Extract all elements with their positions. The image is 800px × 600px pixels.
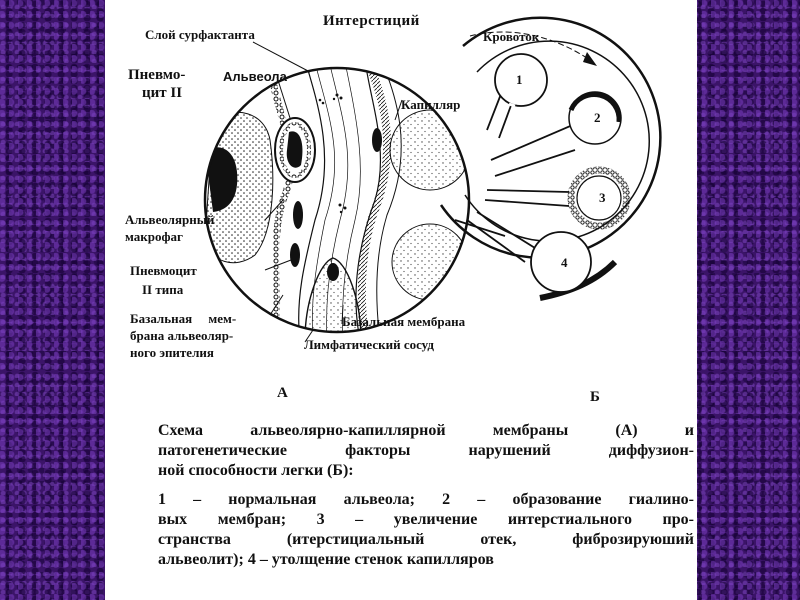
basal-membrane-label: Базальная мембрана [342, 314, 466, 329]
caption-line-6: странства (итерстициальный отек, фибрози… [158, 531, 694, 548]
basal-epithelium-label-line3: ного эпителия [130, 345, 214, 360]
alveolus-3-number: 3 [599, 190, 606, 205]
pneumocyte-type2-label-line1: Пневмоцит [130, 263, 197, 278]
pneumocyte-type2-label-line2: II типа [142, 282, 184, 297]
lymphatic-vessel-label: Лимфатический сосуд [304, 337, 434, 352]
hyaline-membrane [568, 92, 622, 123]
basal-epithelium-label-line2: брана альвеоляр- [130, 328, 234, 343]
lymphatic-vessel [304, 257, 362, 332]
slide-page: Слой сурфактанта Интерстиций Пневмо- цит… [105, 0, 697, 600]
macrophage-label-line2: макрофаг [125, 229, 183, 244]
diagram-a [203, 41, 471, 343]
caption-line-4: 1 – нормальная альвеола; 2 – образование… [158, 491, 694, 508]
caption-line-5: вых мембран; 3 – увеличение интерстиальн… [158, 511, 694, 528]
pneumocyte-nucleus [286, 131, 303, 168]
bloodflow-arrow [469, 31, 591, 61]
interstitium-label: Интерстиций [323, 13, 420, 29]
alveolus-4 [530, 231, 592, 293]
alveolar-epithelium [266, 68, 295, 332]
alveola-label: Альвеола [223, 69, 287, 84]
capillary-label: Капилляр [401, 97, 461, 112]
endothelial-nucleus [372, 128, 382, 152]
bloodflow-label: Кровоток [483, 29, 540, 44]
capillary-wall [357, 68, 392, 332]
basal-epithelium-label-line1: Базальная мем- [130, 311, 237, 326]
alveolus-3 [567, 166, 631, 230]
panel-a-label: А [277, 385, 288, 401]
macrophage-nucleus [205, 147, 238, 212]
capillary-outer-ring [439, 16, 662, 259]
airway-branches [454, 93, 576, 263]
caption-line-3: ной способности легки (Б): [158, 462, 354, 479]
diagram-b [439, 16, 662, 301]
caption-line-1: Схема альвеолярно-капиллярной мембраны (… [158, 422, 694, 439]
pneumocyte-ii-label-line1: Пневмо- [128, 67, 186, 83]
alveolus-4-number: 4 [561, 255, 568, 270]
panel-b-label: Б [590, 389, 600, 405]
macrophage-label-line1: Альвеолярный [125, 212, 215, 227]
alveolus-1-number: 1 [516, 72, 523, 87]
caption-line-2: патогенетические факторы нарушений диффу… [158, 442, 694, 459]
alveolus-2-number: 2 [594, 110, 601, 125]
capillary-inner-ring [464, 40, 650, 242]
caption-line-7: альвеолит); 4 – утолщение стенок капилля… [158, 551, 494, 568]
pneumocyte-inner [279, 122, 311, 178]
surfactant-label: Слой сурфактанта [145, 27, 255, 42]
alveolus-1 [494, 53, 548, 107]
pneumocyte-ii-label-line2: цит II [142, 85, 183, 101]
alveolar-membrane-section [205, 68, 469, 332]
